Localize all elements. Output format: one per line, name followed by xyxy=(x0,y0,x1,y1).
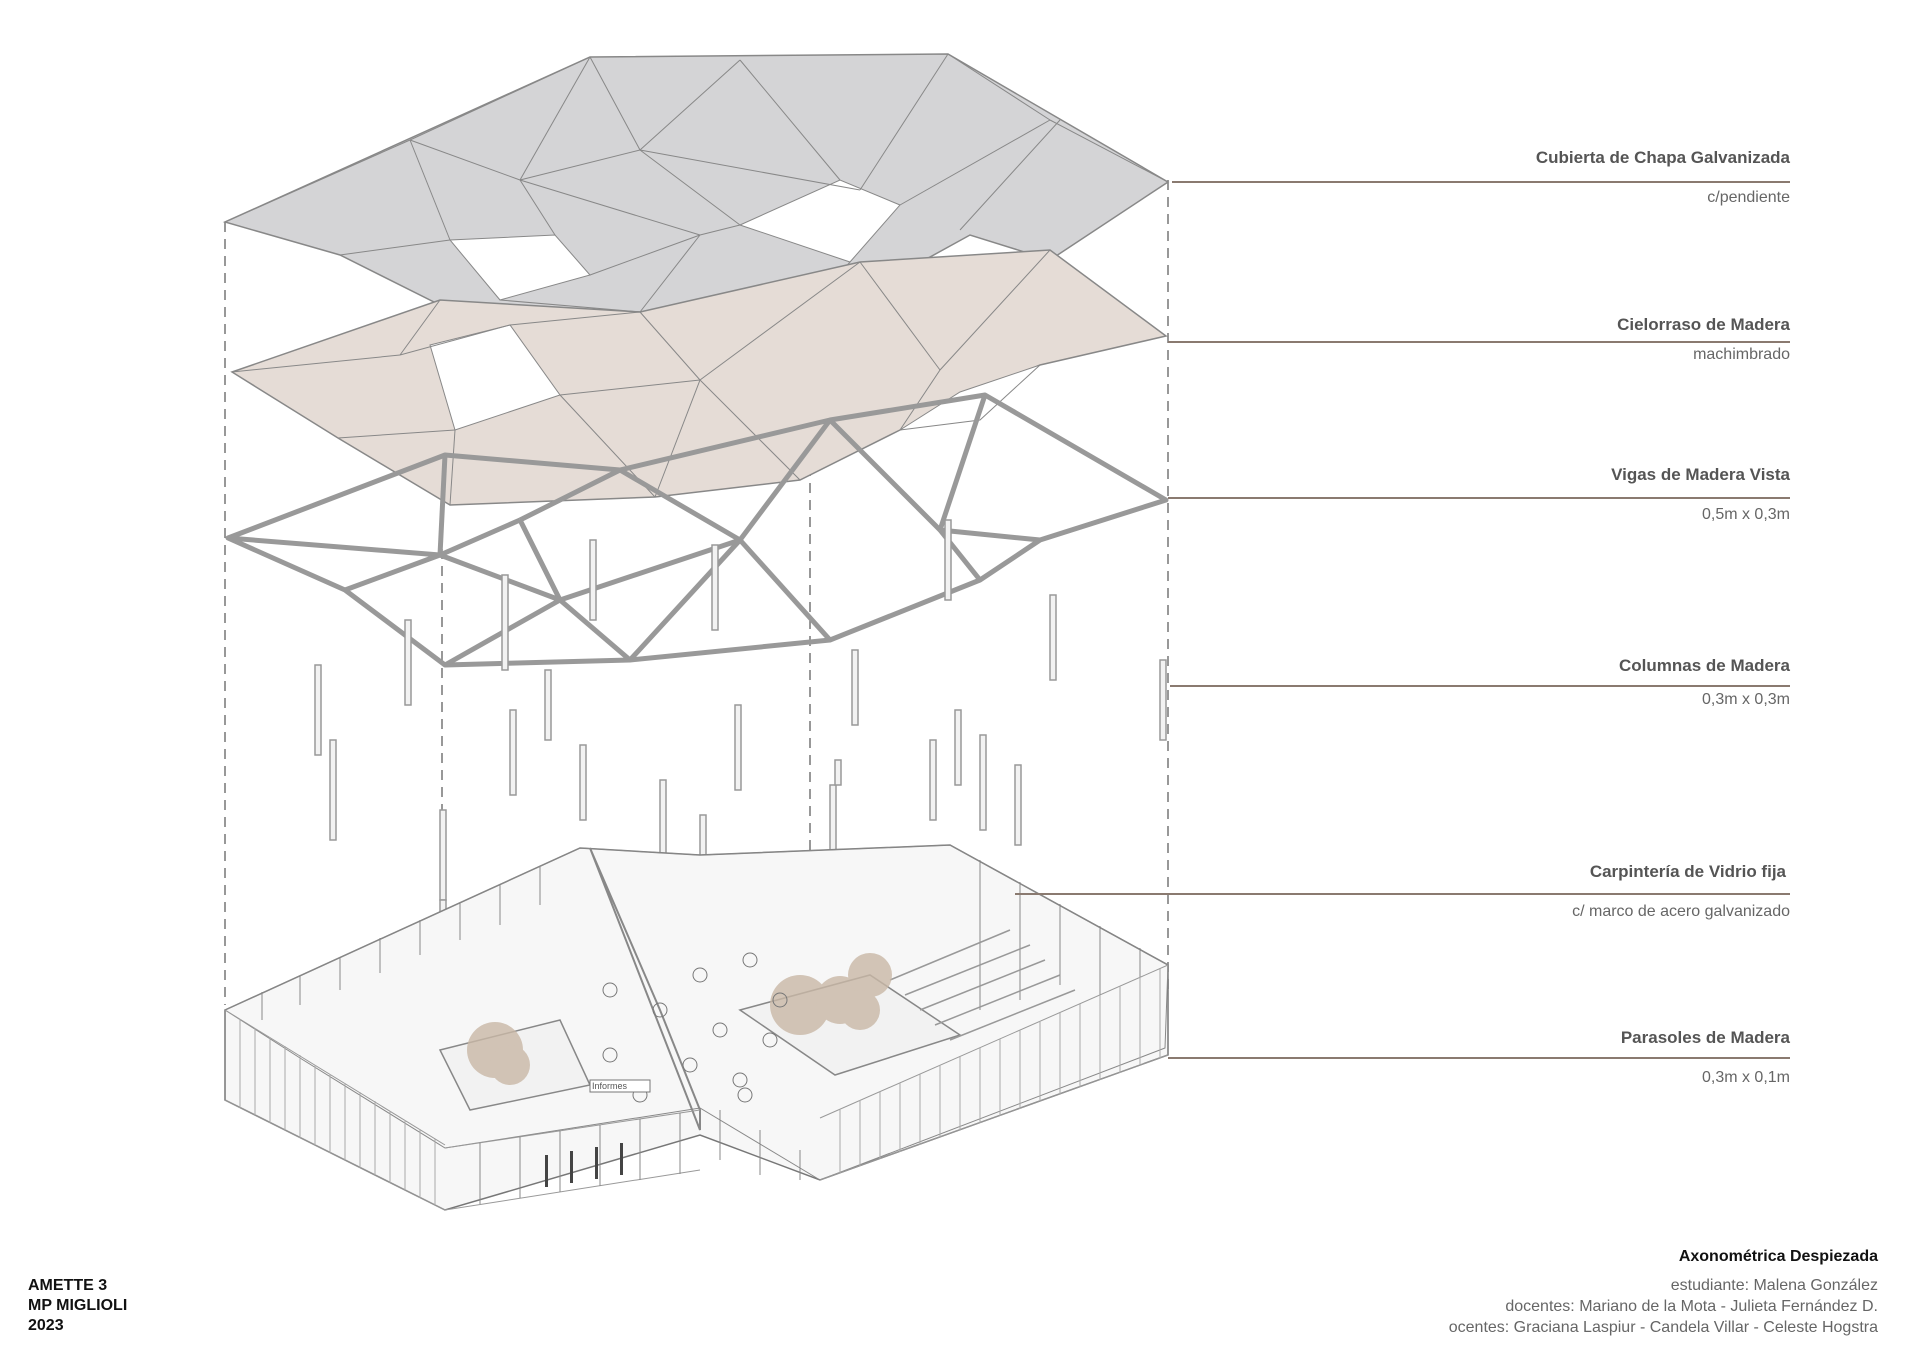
layer-label-columns: Columnas de Madera 0,3m x 0,3m xyxy=(1170,656,1790,716)
sheet-credits: Axonométrica Despiezada estudiante: Male… xyxy=(1449,1246,1878,1338)
layer-title: Cubierta de Chapa Galvanizada xyxy=(1535,148,1790,167)
layer-label-sunshades: Parasoles de Madera 0,3m x 0,1m xyxy=(1170,1028,1790,1088)
student-credit: estudiante: Malena González xyxy=(1670,1277,1878,1294)
course-year: 2023 xyxy=(28,1317,64,1334)
layer-title: Cielorraso de Madera xyxy=(1617,315,1790,334)
course-name: AMETTE 3 xyxy=(28,1277,108,1294)
layer-label-roof: Cubierta de Chapa Galvanizada c/pendient… xyxy=(1170,148,1790,208)
layer-label-beams: Vigas de Madera Vista 0,5m x 0,3m xyxy=(1170,465,1790,525)
layer-subtitle: 0,3m x 0,1m xyxy=(1701,1069,1790,1086)
leader-lines xyxy=(1015,181,1790,1059)
layer-title: Parasoles de Madera xyxy=(1620,1028,1790,1047)
sheet-title: Axonométrica Despiezada xyxy=(1678,1248,1878,1265)
ground-floor-layer xyxy=(223,844,1169,1211)
layer-subtitle: c/pendiente xyxy=(1707,189,1790,206)
roof-layer xyxy=(222,53,1170,313)
layer-title: Carpintería de Vidrio fija xyxy=(1589,862,1786,881)
layer-title: Columnas de Madera xyxy=(1619,656,1790,675)
layer-subtitle: machimbrado xyxy=(1693,346,1790,363)
layer-title: Vigas de Madera Vista xyxy=(1611,465,1790,484)
layer-subtitle: 0,3m x 0,3m xyxy=(1701,691,1790,708)
entrance-doors xyxy=(545,1143,623,1187)
teachers-credit: docentes: Mariano de la Mota - Julieta F… xyxy=(1505,1298,1878,1315)
plan-sign: Informes xyxy=(592,1081,628,1091)
sunshade-slats xyxy=(224,964,1169,1211)
beams-layer xyxy=(225,392,1169,668)
layer-subtitle: 0,5m x 0,3m xyxy=(1701,506,1790,523)
tree-icons xyxy=(467,953,892,1085)
layer-label-ceiling: Cielorraso de Madera machimbrado xyxy=(1170,315,1790,375)
layer-subtitle: c/ marco de acero galvanizado xyxy=(1572,903,1790,920)
course-info: AMETTE 3 MP MIGLIOLI 2023 xyxy=(28,1276,127,1336)
layer-label-glazing: Carpintería de Vidrio fija c/ marco de a… xyxy=(1170,862,1790,922)
assistants-credit: ocentes: Graciana Laspiur - Candela Vill… xyxy=(1448,1319,1878,1336)
course-chair: MP MIGLIOLI xyxy=(28,1297,128,1314)
